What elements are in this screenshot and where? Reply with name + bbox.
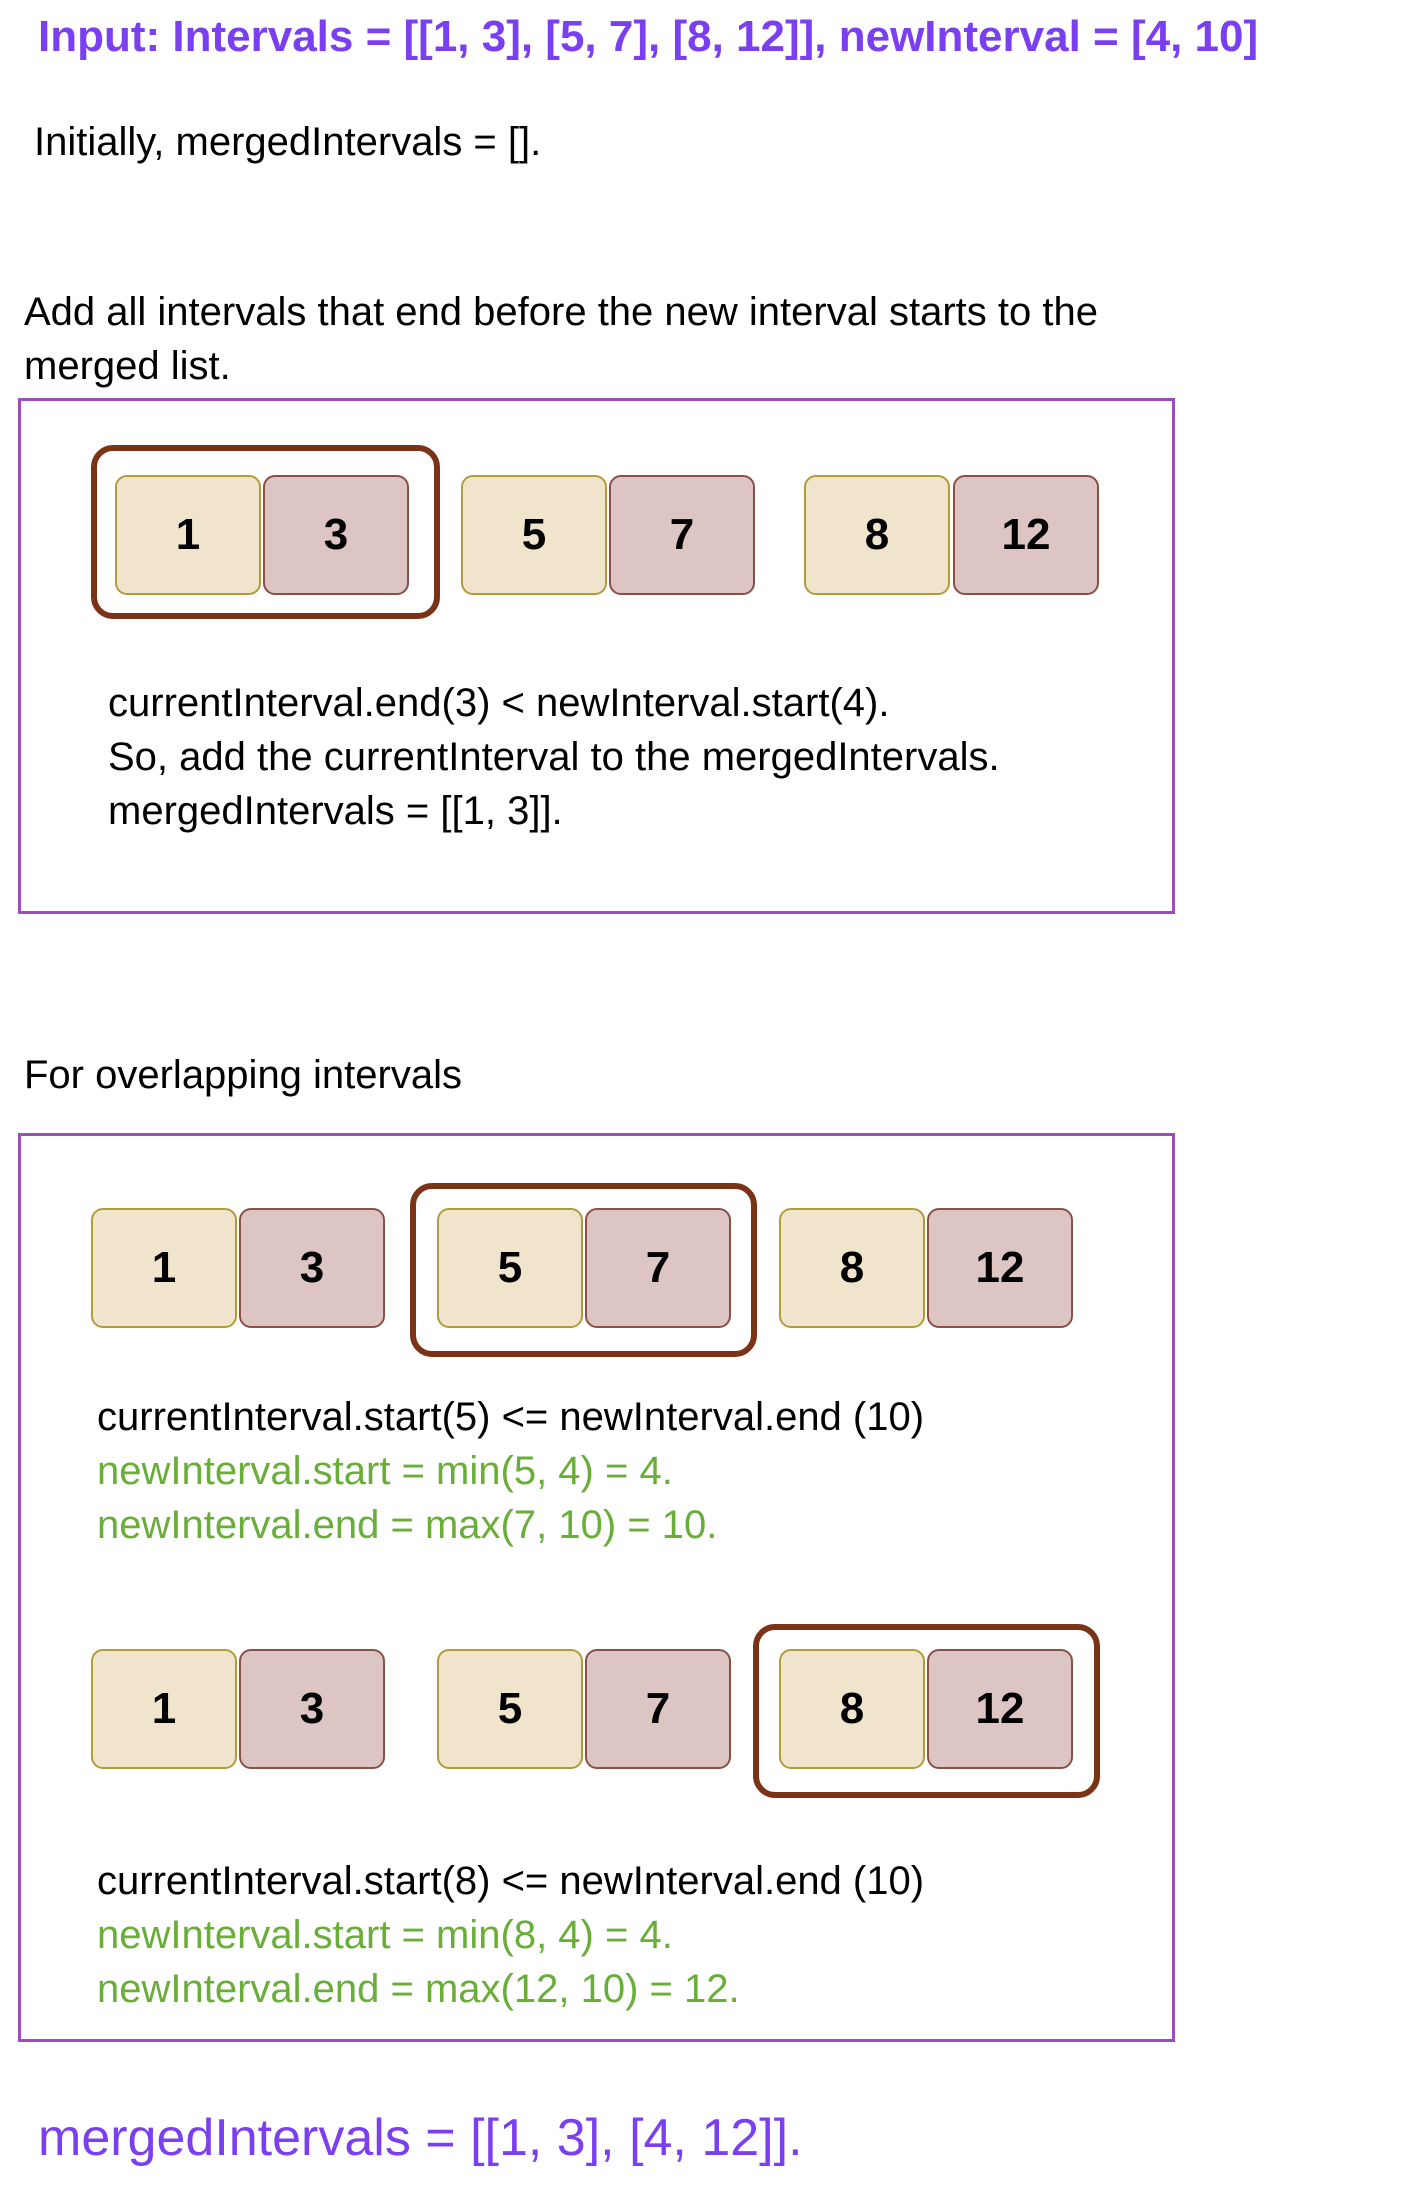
step2b-line1: currentInterval.start(8) <= newInterval.… bbox=[97, 1859, 925, 1903]
interval-3-start: 8 bbox=[779, 1208, 925, 1328]
step2a-line2: newInterval.start = min(5, 4) = 4. bbox=[97, 1449, 673, 1493]
interval-3-end: 12 bbox=[927, 1649, 1073, 1769]
interval-1-end: 3 bbox=[263, 475, 409, 595]
interval-2-start: 5 bbox=[461, 475, 607, 595]
step1-title-line1: Add all intervals that end before the ne… bbox=[24, 290, 1098, 334]
interval-2-end: 7 bbox=[585, 1208, 731, 1328]
interval-2-end: 7 bbox=[585, 1649, 731, 1769]
result-text: mergedIntervals = [[1, 3], [4, 12]]. bbox=[38, 2109, 803, 2167]
step1-line3: mergedIntervals = [[1, 3]]. bbox=[108, 789, 563, 833]
step2-panel: 1 3 5 7 8 12 currentInterval.start(5) <=… bbox=[18, 1133, 1175, 2042]
interval-1-end: 3 bbox=[239, 1649, 385, 1769]
interval-3-start: 8 bbox=[804, 475, 950, 595]
interval-3-start: 8 bbox=[779, 1649, 925, 1769]
step1-panel: 1 3 5 7 8 12 currentInterval.end(3) < ne… bbox=[18, 398, 1175, 914]
interval-2-end: 7 bbox=[609, 475, 755, 595]
step2a-line1: currentInterval.start(5) <= newInterval.… bbox=[97, 1395, 925, 1439]
interval-1-start: 1 bbox=[91, 1649, 237, 1769]
initial-state-text: Initially, mergedIntervals = []. bbox=[34, 120, 542, 164]
step1-line1: currentInterval.end(3) < newInterval.sta… bbox=[108, 681, 890, 725]
input-heading: Input: Intervals = [[1, 3], [5, 7], [8, … bbox=[38, 12, 1259, 61]
interval-3-end: 12 bbox=[953, 475, 1099, 595]
step2a-line3: newInterval.end = max(7, 10) = 10. bbox=[97, 1503, 718, 1547]
step2b-line2: newInterval.start = min(8, 4) = 4. bbox=[97, 1913, 673, 1957]
interval-1-start: 1 bbox=[115, 475, 261, 595]
step2a-current-interval-highlight bbox=[410, 1183, 757, 1357]
interval-2-start: 5 bbox=[437, 1208, 583, 1328]
interval-1-end: 3 bbox=[239, 1208, 385, 1328]
step1-current-interval-highlight bbox=[91, 445, 440, 619]
step1-line2: So, add the currentInterval to the merge… bbox=[108, 735, 1000, 779]
interval-2-start: 5 bbox=[437, 1649, 583, 1769]
step2b-current-interval-highlight bbox=[753, 1624, 1100, 1798]
step1-title-line2: merged list. bbox=[24, 344, 231, 388]
step2b-line3: newInterval.end = max(12, 10) = 12. bbox=[97, 1967, 740, 2011]
interval-1-start: 1 bbox=[91, 1208, 237, 1328]
interval-3-end: 12 bbox=[927, 1208, 1073, 1328]
step2-title: For overlapping intervals bbox=[24, 1053, 462, 1097]
